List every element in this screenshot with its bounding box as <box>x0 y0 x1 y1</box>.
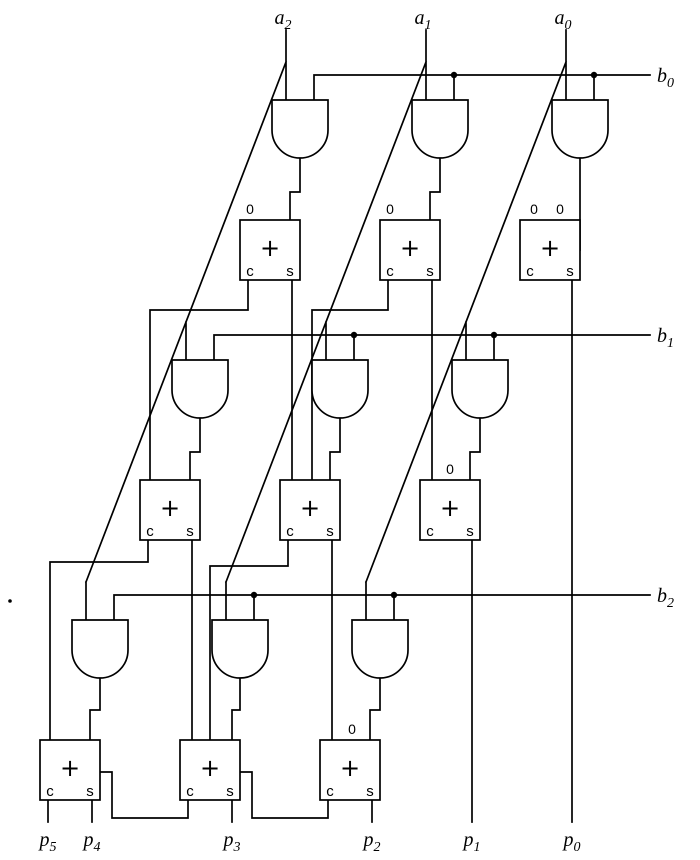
zero-constant-label: 0 <box>348 721 356 737</box>
and-gate-r1c3 <box>551 99 609 159</box>
wire-carry-r1c1 <box>149 279 249 481</box>
input-label-b0: b0 <box>657 65 674 91</box>
input-label-a1: a1 <box>415 7 432 33</box>
full-adder-r2c1: + c s <box>139 479 201 541</box>
zero-constant-label: 0 <box>530 201 538 217</box>
junction-dot <box>450 71 458 79</box>
wire-carry-r2c2 <box>209 539 289 741</box>
adder-carry-label: c <box>186 783 194 800</box>
output-label-p4: p4 <box>82 829 101 855</box>
junction-dot <box>350 331 358 339</box>
full-adder-r3c1: + c s <box>39 739 101 801</box>
and-gate-r2c1 <box>171 359 229 419</box>
wire-pp-r3c1 <box>89 677 101 741</box>
wire-a0 <box>364 29 568 621</box>
wire-b0-bus <box>313 74 651 101</box>
adder-sum-label: s <box>366 783 374 800</box>
adder-plus-label: + <box>300 494 320 522</box>
and-gate-r3c1 <box>71 619 129 679</box>
wire-pp-r2c1 <box>189 417 201 481</box>
wire-ripple-r3c3 <box>239 771 329 819</box>
wire-pp-r1c2 <box>429 157 441 221</box>
adder-sum-label: s <box>186 523 194 540</box>
adder-plus-label: + <box>540 234 560 262</box>
junction-dot <box>390 591 398 599</box>
full-adder-r1c3: + c s <box>519 219 581 281</box>
wire-ripple-r3c2 <box>99 771 189 819</box>
full-adder-r1c2: + c s <box>379 219 441 281</box>
adder-box <box>319 739 381 801</box>
wire-a2 <box>84 29 288 621</box>
adder-sum-label: s <box>86 783 94 800</box>
zero-constant-label: 0 <box>446 461 454 477</box>
adder-box <box>139 479 201 541</box>
adder-carry-label: c <box>286 523 294 540</box>
full-adder-r3c3: + c s <box>319 739 381 801</box>
zero-constant-label: 0 <box>246 201 254 217</box>
adder-sum-label: s <box>566 263 574 280</box>
input-label-b1: b1 <box>657 325 674 351</box>
adder-sum-label: s <box>226 783 234 800</box>
and-gate-r1c1 <box>271 99 329 159</box>
full-adder-r3c2: + c s <box>179 739 241 801</box>
wire-carry-r2c1 <box>49 539 149 741</box>
adder-box <box>519 219 581 281</box>
output-label-p5: p5 <box>38 829 57 855</box>
wire-pp-r2c2 <box>329 417 341 481</box>
adder-box <box>179 739 241 801</box>
junction-dot <box>250 591 258 599</box>
adder-carry-label: c <box>246 263 254 280</box>
adder-box <box>239 219 301 281</box>
adder-sum-label: s <box>326 523 334 540</box>
adder-carry-label: c <box>426 523 434 540</box>
adder-box <box>379 219 441 281</box>
wire-pp-r1c1 <box>289 157 301 221</box>
output-label-p0: p0 <box>562 829 581 855</box>
output-label-p2: p2 <box>362 829 381 855</box>
adder-plus-label: + <box>260 234 280 262</box>
adder-plus-label: + <box>400 234 420 262</box>
adder-sum-label: s <box>426 263 434 280</box>
adder-sum-label: s <box>466 523 474 540</box>
input-label-a0: a0 <box>555 7 572 33</box>
adder-sum-label: s <box>286 263 294 280</box>
wire-pp-r3c2 <box>231 677 241 741</box>
full-adder-r2c3: + c s <box>419 479 481 541</box>
input-label-b2: b2 <box>657 585 674 611</box>
wire-pp-r2c3 <box>469 417 481 481</box>
adder-plus-label: + <box>200 754 220 782</box>
adder-plus-label: + <box>440 494 460 522</box>
full-adder-r1c1: + c s <box>239 219 301 281</box>
adder-box <box>419 479 481 541</box>
and-gate-r3c3 <box>351 619 409 679</box>
and-gate-r2c3 <box>451 359 509 419</box>
adder-carry-label: c <box>146 523 154 540</box>
adder-carry-label: c <box>326 783 334 800</box>
full-adder-r2c2: + c s <box>279 479 341 541</box>
adder-box <box>279 479 341 541</box>
adder-carry-label: c <box>46 783 54 800</box>
wire-b1-bus <box>213 334 651 361</box>
adder-plus-label: + <box>60 754 80 782</box>
output-label-p3: p3 <box>222 829 241 855</box>
wire-pp-r3c3 <box>369 677 381 741</box>
wire-a1 <box>224 29 428 621</box>
adder-carry-label: c <box>526 263 534 280</box>
adder-carry-label: c <box>386 263 394 280</box>
stray-mark <box>8 599 12 603</box>
and-gate-r1c2 <box>411 99 469 159</box>
input-label-a2: a2 <box>275 7 292 33</box>
and-gate-r3c2 <box>211 619 269 679</box>
zero-constant-label: 0 <box>556 201 564 217</box>
and-gate-r2c2 <box>311 359 369 419</box>
junction-dot <box>490 331 498 339</box>
zero-constant-label: 0 <box>386 201 394 217</box>
wire-b2-bus <box>113 594 651 621</box>
output-label-p1: p1 <box>462 829 481 855</box>
adder-plus-label: + <box>160 494 180 522</box>
junction-dot <box>590 71 598 79</box>
adder-box <box>39 739 101 801</box>
adder-plus-label: + <box>340 754 360 782</box>
